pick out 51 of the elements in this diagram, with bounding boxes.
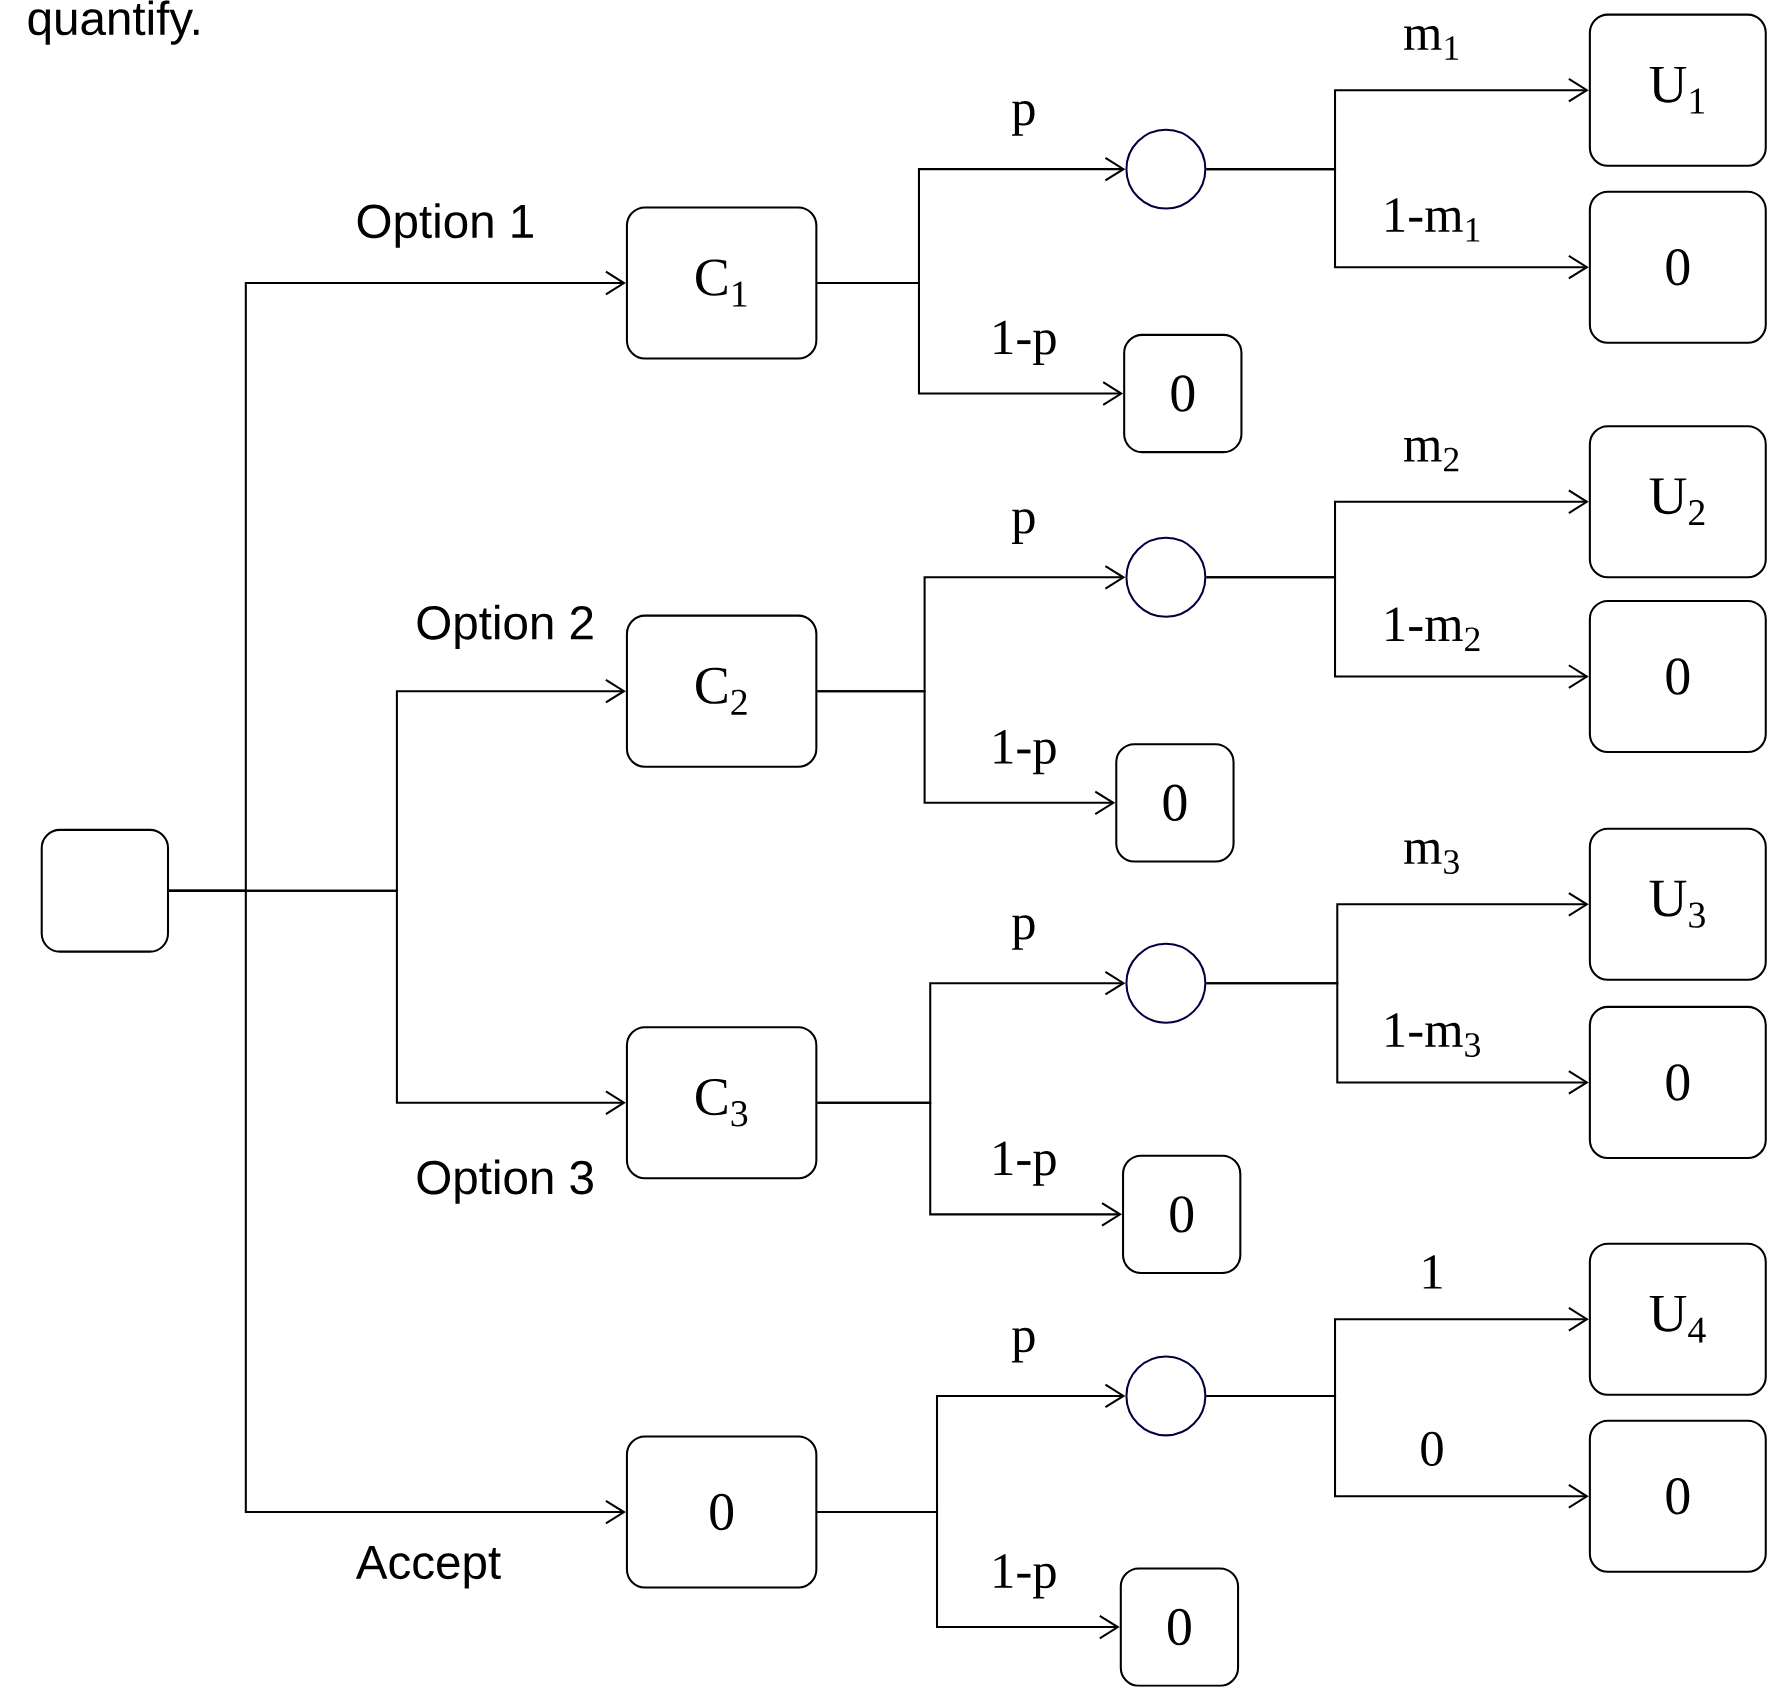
outcome-box: 0 [1123,333,1243,454]
chance-circle [1125,536,1207,618]
arrow [1206,168,1589,280]
caption-text: quantify. [28,0,199,45]
edge-label: Accept [355,1546,501,1589]
outcome-box: 0 [1119,1567,1240,1687]
outcome-box: 0 [1588,600,1767,754]
edge-label: 1-m$_{2}$ [1386,607,1480,651]
outcome-box: C$_{3}$ [625,1026,818,1180]
arrow [169,889,626,1525]
edge-label: p [1011,509,1035,544]
outcome-box: U$_{3}$ [1588,827,1767,981]
outcome-box: C$_{2}$ [625,614,818,768]
arrow [1206,982,1589,1095]
outcome-box: U$_{4}$ [1588,1242,1767,1396]
edge-label: 1-p [994,1141,1056,1186]
arrow [817,690,1116,816]
edge-label: 1 [1423,1255,1442,1289]
outcome-box: 0 [1588,1419,1767,1573]
outcome-box: 0 [625,1435,818,1589]
edge-label: p [1011,915,1035,950]
edge-label: 1-m$_{1}$ [1386,198,1480,242]
arrow [1206,1394,1589,1509]
edge-label: p [1011,101,1035,136]
edge-label: 1-m$_{3}$ [1386,1013,1480,1058]
edge-label: m$_{3}$ [1404,839,1459,875]
edge-label: m$_{1}$ [1404,26,1459,60]
edge-label: 0 [1421,1431,1443,1467]
chance-circle [1125,942,1207,1024]
outcome-box: U$_{1}$ [1588,13,1767,167]
outcome-box: 0 [1588,1005,1767,1160]
outcome-box: C$_{1}$ [625,206,818,360]
arrow [817,282,1124,406]
chance-circle [1125,1355,1207,1437]
edge-label: Option 1 [357,203,533,248]
edge-label: 1-p [994,1554,1056,1599]
outcome-box: 0 [1115,743,1235,863]
chance-circle [1125,128,1207,210]
outcome-box: 0 [1122,1154,1242,1275]
edge-label: 1-p [994,730,1056,775]
edge-label: Option 3 [417,1159,593,1204]
arrow [1206,576,1589,689]
edge-label: 1-p [994,320,1056,365]
arrow [817,1101,1122,1227]
edge-label: p [1011,1327,1035,1363]
decision-box [40,828,170,953]
arrow [817,1511,1120,1640]
outcome-box: U$_{2}$ [1588,425,1767,579]
edge-label: Option 2 [417,604,593,650]
outcome-box: 0 [1588,190,1767,344]
edge-label: m$_{2}$ [1404,437,1459,472]
